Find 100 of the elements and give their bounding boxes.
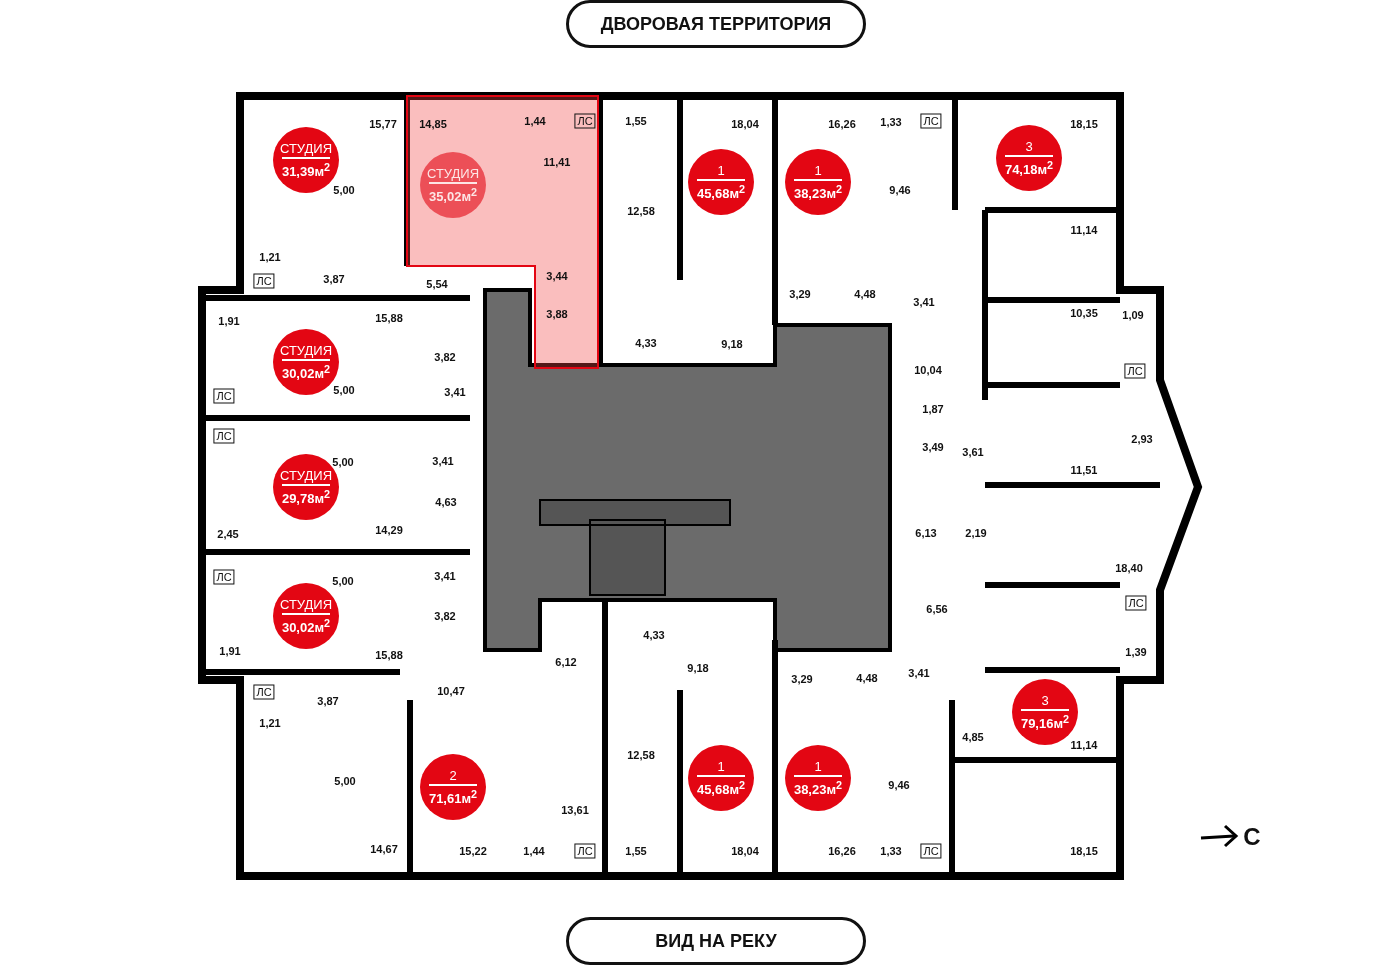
room-area-label: 11,51 xyxy=(1070,463,1098,477)
room-area-label: 9,46 xyxy=(888,778,910,792)
room-area-label: 3,44 xyxy=(546,269,568,283)
room-area-label: 2,19 xyxy=(965,526,987,540)
apartment-area: 35,02м$^{2}$ xyxy=(428,181,478,205)
room-area-label: 15,88 xyxy=(375,311,403,325)
room-area-label: 15,88 xyxy=(375,648,403,662)
room-area-label: 16,26 xyxy=(828,844,856,858)
direction-pill xyxy=(566,0,866,48)
apartment-type: 1 xyxy=(717,758,725,775)
room-area-label: 11,41 xyxy=(543,155,571,169)
room-area-label: 3,87 xyxy=(323,272,345,286)
room-area-label: 3,41 xyxy=(913,295,935,309)
room-area-label: 10,47 xyxy=(437,684,465,698)
room-area-label: 12,58 xyxy=(627,748,655,762)
room-area-label: 3,87 xyxy=(317,694,339,708)
apartment-area: 31,39м$^{2}$ xyxy=(281,156,331,180)
apartment-area: 71,61м$^{2}$ xyxy=(428,783,478,807)
room-area-label: 6,13 xyxy=(915,526,937,540)
room-area-label: 4,33 xyxy=(635,336,657,350)
room-area-label: 1,21 xyxy=(259,716,281,730)
room-area-label: 9,18 xyxy=(687,661,709,675)
apartment-type: 1 xyxy=(717,162,725,179)
room-area-label: 15,77 xyxy=(369,117,397,131)
north-mark: С xyxy=(1243,829,1261,843)
room-area-label: 9,18 xyxy=(721,337,743,351)
room-area-label: 1,39 xyxy=(1125,645,1147,659)
room-area-label: 16,26 xyxy=(828,117,856,131)
apartment-type: 2 xyxy=(449,767,457,784)
room-area-label: 1,33 xyxy=(880,115,902,129)
apartment-type: СТУДИЯ xyxy=(279,467,333,484)
room-area-label: 4,33 xyxy=(643,628,665,642)
room-area-label: 1,33 xyxy=(880,844,902,858)
apartment-area: 38,23м$^{2}$ xyxy=(793,774,843,798)
room-area-label: 3,41 xyxy=(432,454,454,468)
room-area-label: 1,55 xyxy=(625,844,647,858)
room-area-label: 14,67 xyxy=(370,842,398,856)
room-area-label: 3,82 xyxy=(434,609,456,623)
room-area-label: 2,93 xyxy=(1131,432,1153,446)
room-area-label: 1,09 xyxy=(1122,308,1144,322)
room-area-label: 5,00 xyxy=(333,183,355,197)
apartment-type: 3 xyxy=(1041,692,1049,709)
apartment-area: 30,02м$^{2}$ xyxy=(281,358,331,382)
room-area-label: 18,04 xyxy=(731,844,759,858)
room-area-label: 10,04 xyxy=(914,363,942,377)
room-area-label: 1,91 xyxy=(219,644,241,658)
room-area-label: 3,41 xyxy=(444,385,466,399)
room-area-label: 3,41 xyxy=(434,569,456,583)
room-area-label: 6,56 xyxy=(926,602,948,616)
room-area-label: 18,15 xyxy=(1070,117,1098,131)
room-area-label: 6,12 xyxy=(555,655,577,669)
room-area-label: 18,40 xyxy=(1115,561,1143,575)
room-area-label: 1,21 xyxy=(259,250,281,264)
apartment-type: СТУДИЯ xyxy=(279,140,333,157)
room-area-label: 4,85 xyxy=(962,730,984,744)
room-area-label: 12,58 xyxy=(627,204,655,218)
room-area-label: 5,00 xyxy=(334,774,356,788)
room-area-label: 18,15 xyxy=(1070,844,1098,858)
room-area-label: 3,88 xyxy=(546,307,568,321)
room-area-label: 18,04 xyxy=(731,117,759,131)
room-area-label: 3,82 xyxy=(434,350,456,364)
apartment-area: 30,02м$^{2}$ xyxy=(281,612,331,636)
room-area-label: 5,54 xyxy=(426,277,448,291)
side-caption: ВИД НА РЕКУ xyxy=(655,930,777,952)
apartment-type: СТУДИЯ xyxy=(426,165,480,182)
room-area-label: 10,35 xyxy=(1070,306,1098,320)
apartment-type: 1 xyxy=(814,758,822,775)
room-area-label: 1,55 xyxy=(625,114,647,128)
room-area-label: 11,14 xyxy=(1070,223,1098,237)
apartment-area: 45,68м$^{2}$ xyxy=(696,178,746,202)
room-area-label: 13,61 xyxy=(561,803,589,817)
room-area-label: 3,29 xyxy=(789,287,811,301)
room-area-label: 3,49 xyxy=(922,440,944,454)
apartment-type: 1 xyxy=(814,162,822,179)
room-area-label: 14,29 xyxy=(375,523,403,537)
room-area-label: 5,00 xyxy=(333,383,355,397)
apartment-area: 38,23м$^{2}$ xyxy=(793,178,843,202)
room-area-label: 3,61 xyxy=(962,445,984,459)
room-area-label: 4,63 xyxy=(435,495,457,509)
room-area-label: 4,48 xyxy=(856,671,878,685)
apartment-type: СТУДИЯ xyxy=(279,342,333,359)
room-area-label: 1,91 xyxy=(218,314,240,328)
room-area-label: 1,44 xyxy=(523,844,545,858)
room-area-label: 11,14 xyxy=(1070,738,1098,752)
room-area-label: 2,45 xyxy=(217,527,239,541)
apartment-area: 79,16м$^{2}$ xyxy=(1020,708,1070,732)
room-area-label: 5,00 xyxy=(332,455,354,469)
room-area-label: 14,85 xyxy=(419,117,447,131)
direction-pill xyxy=(566,917,866,965)
room-area-label: 5,00 xyxy=(332,574,354,588)
apartment-area: 29,78м$^{2}$ xyxy=(281,483,331,507)
apartment-area: 74,18м$^{2}$ xyxy=(1004,154,1054,178)
apartment-type: 3 xyxy=(1025,138,1033,155)
room-area-label: 1,87 xyxy=(922,402,944,416)
apartment-type: СТУДИЯ xyxy=(279,596,333,613)
room-area-label: 9,46 xyxy=(889,183,911,197)
side-caption: ДВОРОВАЯ ТЕРРИТОРИЯ xyxy=(600,13,832,35)
room-area-label: 3,29 xyxy=(791,672,813,686)
apartment-area: 45,68м$^{2}$ xyxy=(696,774,746,798)
room-area-label: 15,22 xyxy=(459,844,487,858)
